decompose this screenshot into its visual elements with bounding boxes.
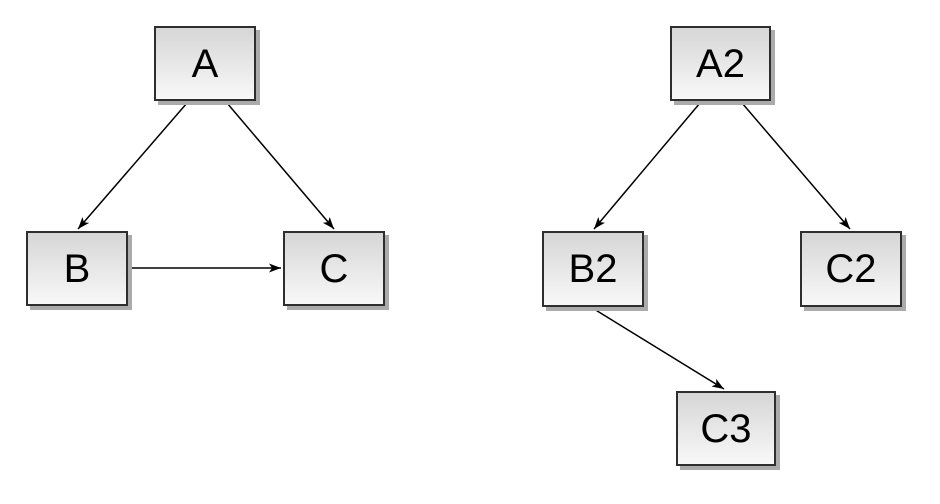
node-label-C3: C3 bbox=[700, 406, 752, 451]
left-graph-edges bbox=[77, 102, 335, 273]
node-A2[interactable]: A2 bbox=[670, 26, 771, 101]
node-label-B: B bbox=[63, 246, 91, 291]
edge-A2-C2[interactable] bbox=[741, 102, 851, 230]
edge-A2-B2[interactable] bbox=[593, 102, 701, 230]
edge-A-B[interactable] bbox=[77, 102, 188, 230]
node-B[interactable]: B bbox=[26, 231, 128, 306]
edge-B2-C3[interactable] bbox=[593, 308, 725, 390]
node-label-C2: C2 bbox=[825, 247, 877, 291]
node-label-A: A bbox=[191, 41, 219, 86]
node-label-A2: A2 bbox=[696, 41, 745, 86]
node-B2[interactable]: B2 bbox=[542, 231, 644, 307]
node-C[interactable]: C bbox=[283, 231, 385, 306]
node-C3[interactable]: C3 bbox=[676, 391, 776, 466]
edge-A-C[interactable] bbox=[226, 102, 335, 230]
node-C2[interactable]: C2 bbox=[800, 231, 902, 307]
right-graph-edges bbox=[593, 102, 851, 390]
node-label-B2: B2 bbox=[568, 247, 618, 291]
node-A[interactable]: A bbox=[154, 26, 256, 101]
node-label-C: C bbox=[319, 246, 349, 291]
